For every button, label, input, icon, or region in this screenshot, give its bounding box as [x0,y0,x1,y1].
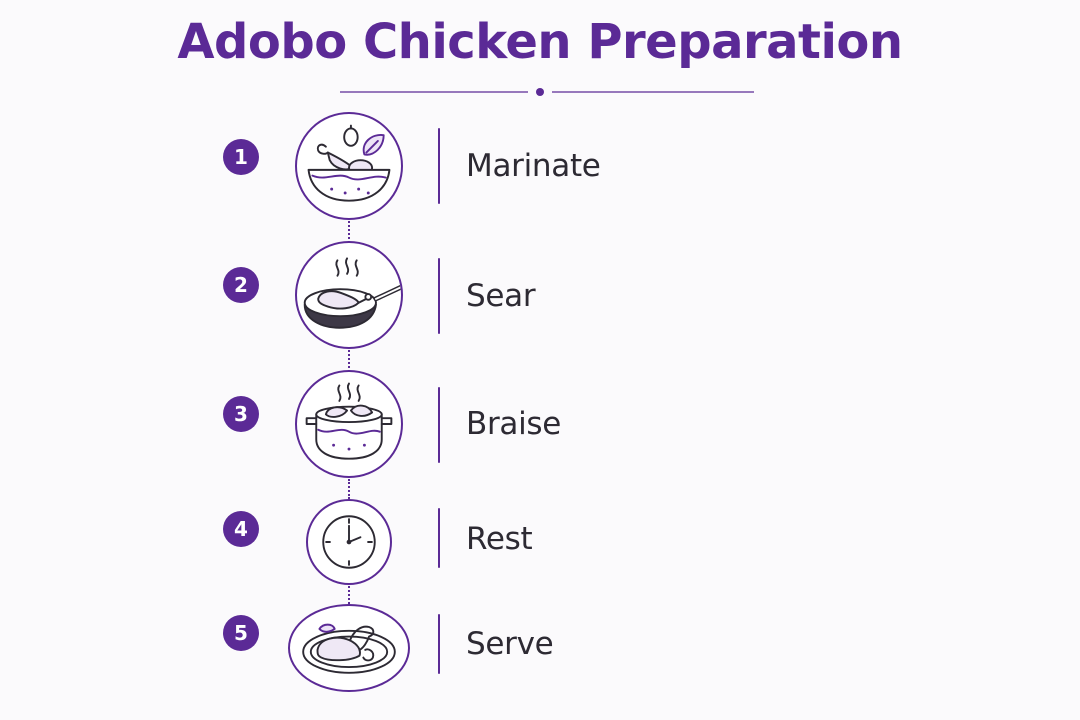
step-number-badge: 4 [223,511,259,547]
marinade-bowl-icon [295,112,403,220]
step-connector [348,350,350,372]
step-separator [438,614,440,674]
title-divider [340,88,754,96]
step-number-badge: 1 [223,139,259,175]
step-connector [348,582,350,604]
step-separator [438,508,440,568]
step-number-badge: 3 [223,396,259,432]
frying-pan-icon [295,241,403,349]
step-label: Braise [466,406,562,442]
page-title: Adobo Chicken Preparation [177,14,903,70]
step-label: Rest [466,521,533,557]
step-separator [438,387,440,463]
plated-chicken-icon [288,604,410,692]
step-separator [438,128,440,204]
clock-icon [306,499,392,585]
step-label: Serve [466,626,554,662]
step-number-badge: 5 [223,615,259,651]
step-label: Marinate [466,148,601,184]
step-connector [348,221,350,243]
step-number-badge: 2 [223,267,259,303]
braising-pot-icon [295,370,403,478]
step-label: Sear [466,278,536,314]
step-connector [348,479,350,499]
step-separator [438,258,440,334]
